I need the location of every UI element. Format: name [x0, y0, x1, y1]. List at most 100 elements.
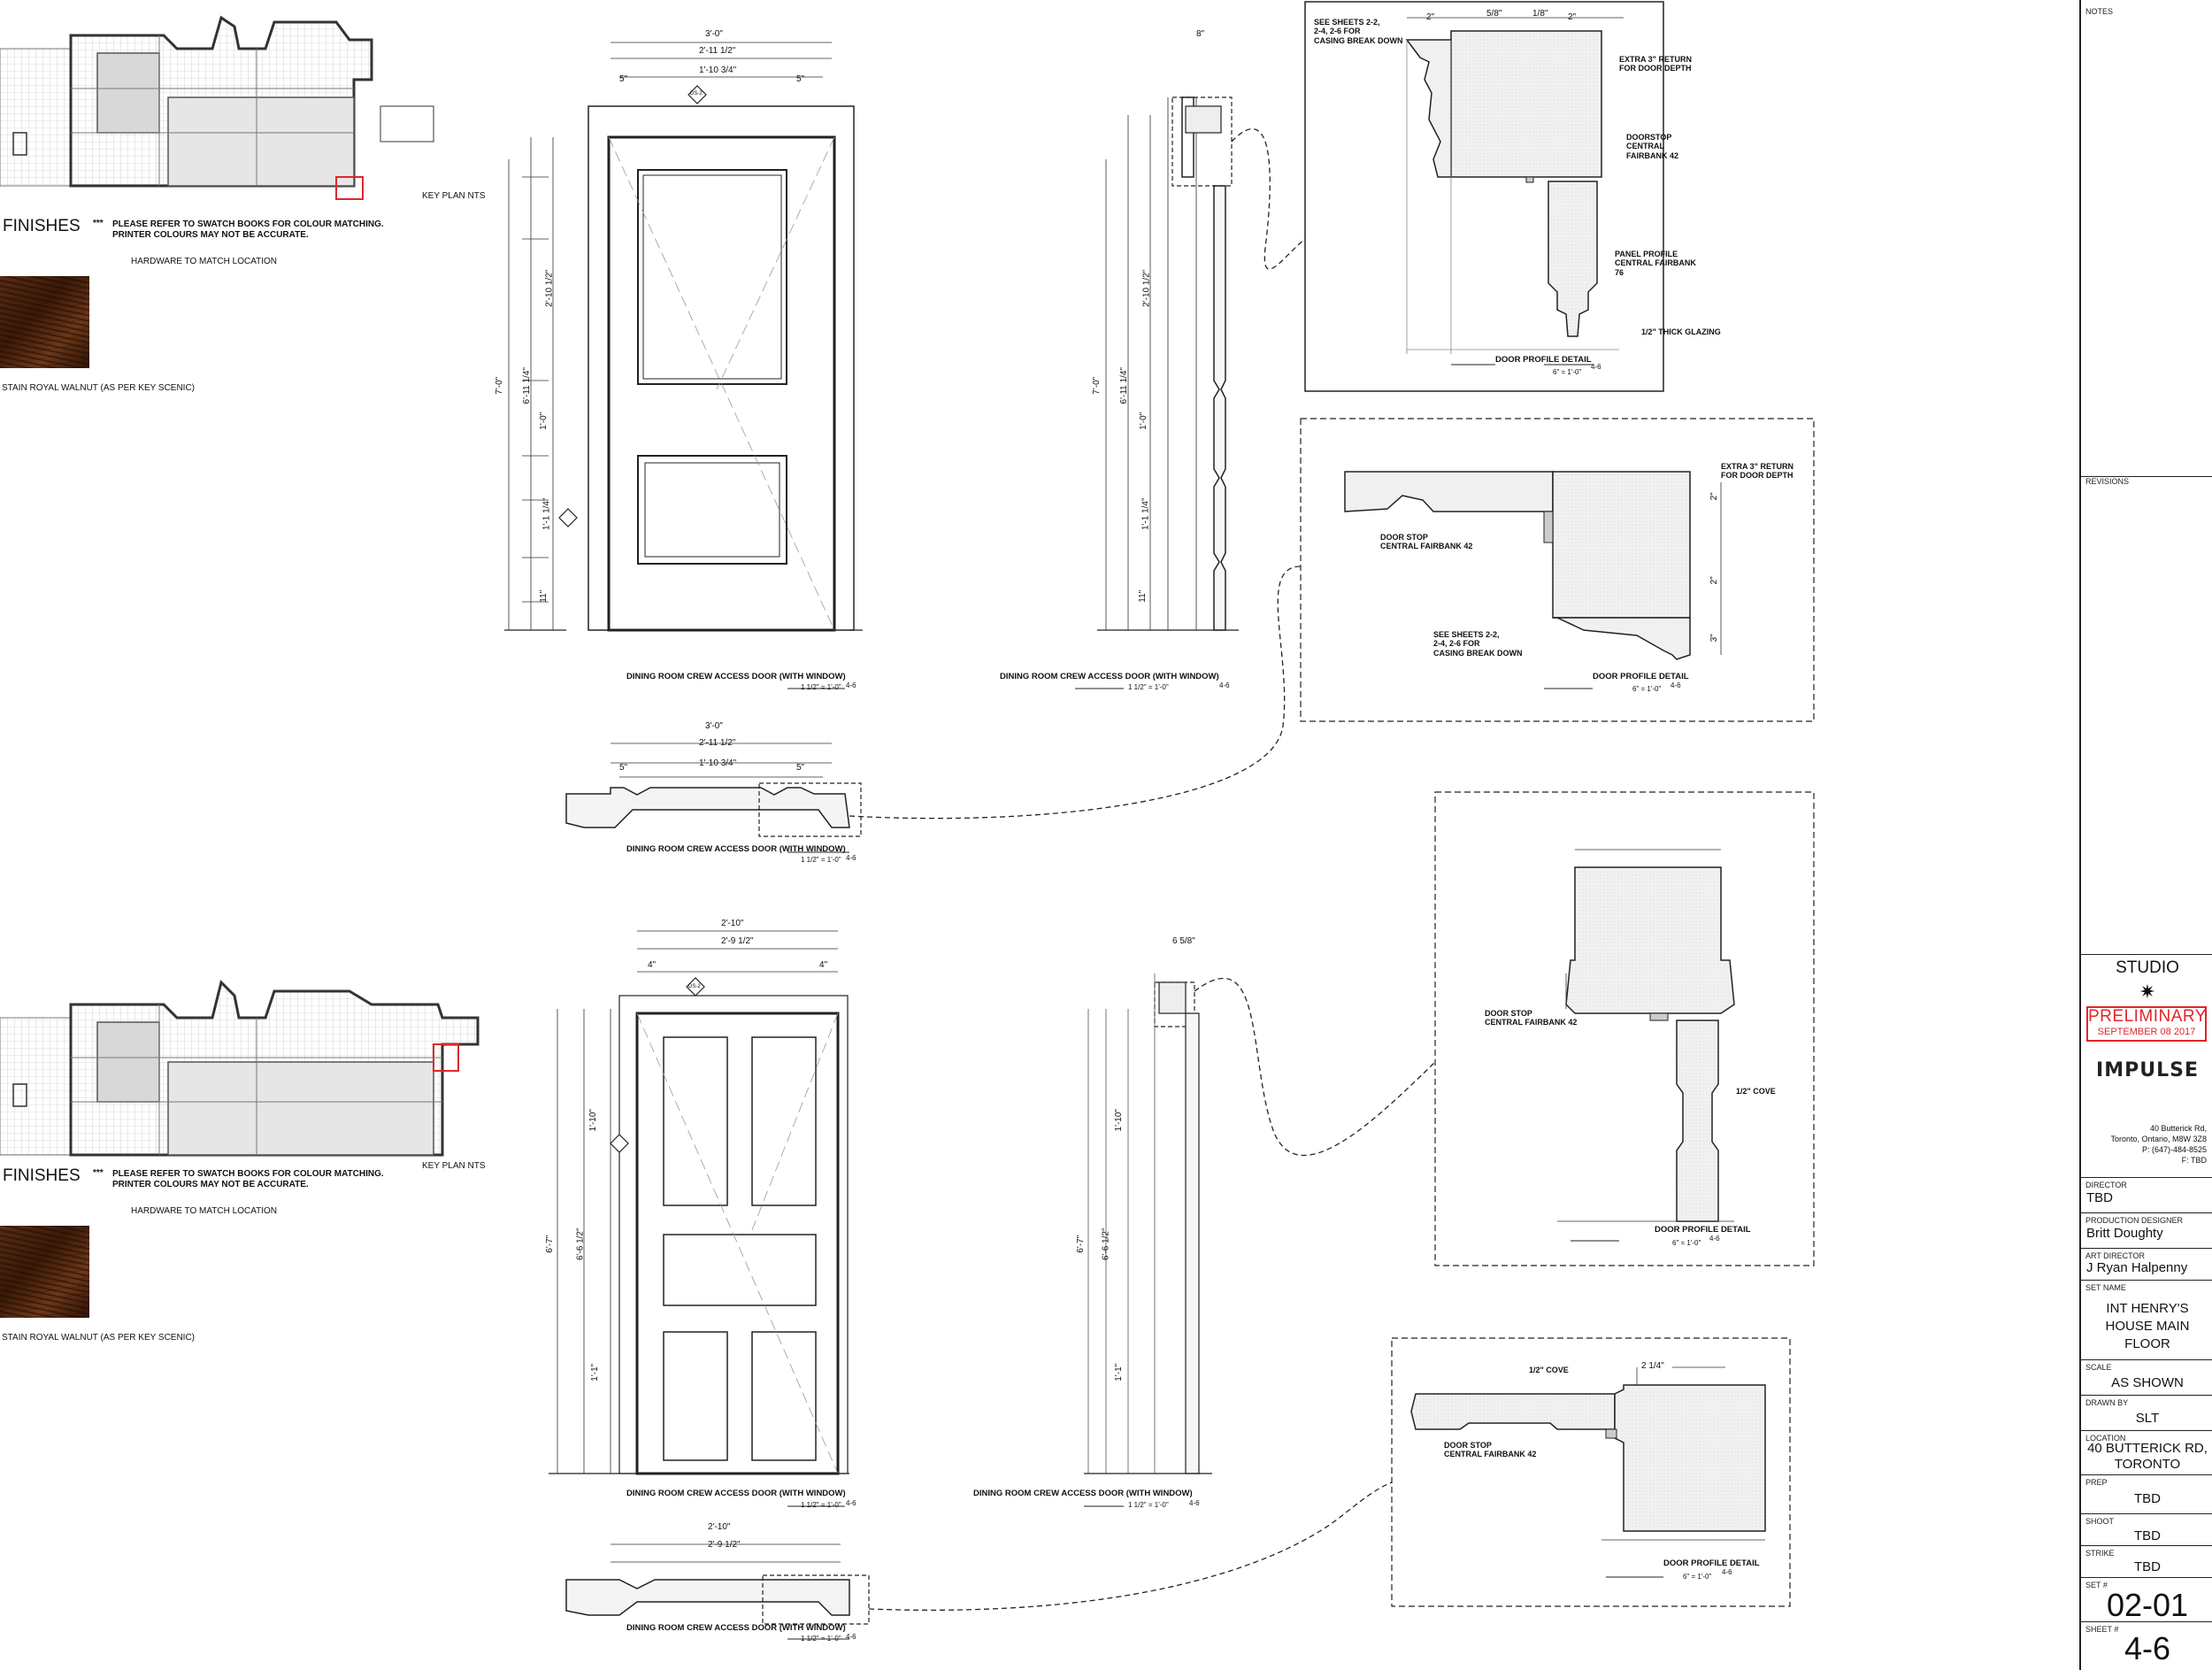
shoot-value: TBD — [2134, 1528, 2161, 1543]
door2-dim-lower: 1'-1" — [590, 1363, 601, 1381]
door2-dim-upper: 1'-10" — [588, 1109, 598, 1132]
finishes-note2-top: PRINTER COLOURS MAY NOT BE ACCURATE. — [112, 230, 309, 240]
set-number-value: 02-01 — [2106, 1587, 2189, 1623]
drawing-canvas — [0, 1, 1815, 1640]
location-cell: LOCATION 40 BUTTERICK RD, TORONTO — [2081, 1430, 2212, 1474]
detail4-dim: 2 1/4" — [1641, 1361, 1664, 1371]
door1-tag-elev: DS-2 — [690, 91, 703, 96]
door1-dim-upper: 2'-10 1/2" — [544, 269, 555, 307]
door2-elevation-title: DINING ROOM CREW ACCESS DOOR (WITH WINDO… — [626, 1489, 846, 1498]
finishes-heading-bottom: FINISHES — [3, 1166, 81, 1185]
preliminary-date: SEPTEMBER 08 2017 — [2097, 1027, 2196, 1037]
key-plan-label-top: KEY PLAN NTS — [422, 191, 486, 201]
door2-dim-stile-r: 4" — [819, 960, 828, 970]
door2-elevation-scale: 1 1/2" = 1'-0" — [801, 1501, 841, 1509]
door1-elevation-scale: 1 1/2" = 1'-0" — [801, 683, 841, 691]
location-caption: LOCATION — [2085, 1434, 2126, 1443]
door1-dim-mid: 1'-0" — [539, 412, 549, 430]
door2-section-upper: 1'-10" — [1113, 1109, 1124, 1132]
detail1-dim-d: 2" — [1568, 12, 1577, 22]
revisions-label: REVISIONS — [2085, 477, 2130, 486]
finishes-note1-top: PLEASE REFER TO SWATCH BOOKS FOR COLOUR … — [112, 219, 384, 229]
key-plan-bottom — [0, 980, 480, 1157]
door2-section-inner-h: 6'-6 1/2" — [1101, 1227, 1111, 1261]
detail2-dim-a: 2" — [1709, 492, 1719, 501]
door1-section-w: 8" — [1196, 29, 1205, 39]
door2-dim-height: 6'-7" — [545, 1235, 556, 1253]
door1-section-height: 7'-0" — [1092, 376, 1102, 395]
ad-caption: ART DIRECTOR — [2085, 1251, 2146, 1260]
finishes-stain-top: STAIN ROYAL WALNUT (AS PER KEY SCENIC) — [2, 383, 196, 393]
detail1 — [1304, 1, 1664, 392]
studio-cell: STUDIO ✷ PRELIMINARY SEPTEMBER 08 2017 I… — [2081, 954, 2212, 1122]
ad-cell: ART DIRECTOR J Ryan Halpenny — [2081, 1248, 2212, 1280]
impulse-logo: IMPULSE — [2096, 1059, 2199, 1081]
detail2-dim-b: 2" — [1709, 576, 1719, 585]
preliminary-stamp: PRELIMINARY SEPTEMBER 08 2017 — [2086, 1006, 2207, 1042]
finishes-hardware-bottom: HARDWARE TO MATCH LOCATION — [131, 1206, 278, 1216]
walnut-swatch-bottom — [0, 1226, 89, 1318]
preliminary-label: PRELIMINARY — [2088, 1007, 2207, 1026]
prep-caption: PREP — [2085, 1478, 2108, 1487]
address-fax: F: TBD — [2181, 1156, 2207, 1165]
door1-elevation-sheet: 4-6 — [846, 681, 856, 689]
drawn-by-cell: DRAWN BY SLT — [2081, 1395, 2212, 1430]
door1-dim-bottom: 11" — [539, 589, 549, 603]
door1-plan-sheet: 4-6 — [846, 854, 856, 862]
strike-cell: STRIKE TBD — [2081, 1545, 2212, 1577]
door1-plan-overall-w: 3'-0" — [705, 721, 723, 731]
door1-section-mid: 1'-0" — [1139, 412, 1149, 430]
pd-value: Britt Doughty — [2086, 1226, 2163, 1241]
prep-cell: PREP TBD — [2081, 1474, 2212, 1513]
set-name-value: INT HENRY'S HOUSE MAIN FLOOR — [2105, 1301, 2190, 1351]
door2-dim-inner-h: 6'-6 1/2" — [575, 1227, 586, 1261]
door2-tag-elev: DS-2 — [688, 984, 701, 989]
door1-dim-height: 7'-0" — [495, 376, 505, 395]
location-value: 40 BUTTERICK RD, TORONTO — [2087, 1441, 2208, 1472]
set-number-caption: SET # — [2085, 1581, 2108, 1589]
pd-caption: PRODUCTION DESIGNER — [2085, 1216, 2184, 1225]
door1-section-upper: 2'-10 1/2" — [1141, 269, 1152, 307]
finishes-stars-top: *** — [93, 219, 104, 228]
title-block: NOTES REVISIONS STUDIO ✷ PRELIMINARY SEP… — [2079, 0, 2212, 1670]
shoot-cell: SHOOT TBD — [2081, 1513, 2212, 1545]
finishes-stain-bottom: STAIN ROYAL WALNUT (AS PER KEY SCENIC) — [2, 1333, 196, 1343]
detail2-scale: 6" = 1'-0" — [1632, 685, 1662, 693]
detail1-dim-a: 2" — [1426, 12, 1435, 22]
sheet-number-value: 4-6 — [2124, 1630, 2171, 1666]
door2-section-scale: 1 1/2" = 1'-0" — [1128, 1501, 1169, 1509]
sheet-number-cell: SHEET # 4-6 — [2081, 1621, 2212, 1670]
door1-section-title: DINING ROOM CREW ACCESS DOOR (WITH WINDO… — [1000, 672, 1219, 681]
scale-cell: SCALE AS SHOWN — [2081, 1359, 2212, 1395]
notes-cell: NOTES — [2081, 0, 2212, 476]
director-value: TBD — [2086, 1190, 2113, 1205]
set-number-cell: SET # 02-01 — [2081, 1577, 2212, 1623]
door2-elevation-sheet: 4-6 — [846, 1499, 856, 1507]
detail3 — [1434, 791, 1815, 1266]
scale-caption: SCALE — [2085, 1363, 2112, 1372]
scale-bars — [787, 364, 1663, 1640]
key-plan-label-bottom: KEY PLAN NTS — [422, 1161, 486, 1171]
key-plan-top — [0, 15, 434, 200]
door1-plan — [565, 743, 862, 837]
door2-section — [1084, 974, 1212, 1474]
detail2-title: DOOR PROFILE DETAIL — [1593, 672, 1689, 681]
shoot-caption: SHOOT — [2085, 1517, 2115, 1526]
finishes-note2-bottom: PRINTER COLOURS MAY NOT BE ACCURATE. — [112, 1180, 309, 1189]
detail3-scale: 6" = 1'-0" — [1672, 1239, 1701, 1247]
detail2-note-casing: SEE SHEETS 2-2, 2-4, 2-6 FOR CASING BREA… — [1433, 630, 1523, 658]
door1-dim-panel-w: 1'-10 3/4" — [699, 65, 737, 75]
detail1-dim-c: 1/8" — [1532, 9, 1548, 19]
finishes-stars-bottom: *** — [93, 1168, 104, 1178]
door2-plan-sheet: 4-6 — [846, 1633, 856, 1641]
door2-section-height: 6'-7" — [1076, 1235, 1087, 1253]
detail2-note-doorstop: DOOR STOP CENTRAL FAIRBANK 42 — [1380, 533, 1473, 551]
door2-section-lower: 1'-1" — [1114, 1363, 1125, 1381]
revisions-cell: REVISIONS — [2081, 476, 2212, 954]
detail1-sheet: 4-6 — [1591, 363, 1601, 371]
ad-value: J Ryan Halpenny — [2086, 1260, 2188, 1275]
detail4-note-doorstop: DOOR STOP CENTRAL FAIRBANK 42 — [1444, 1441, 1537, 1459]
door1-dim-inner-h: 6'-11 1/4" — [521, 367, 532, 404]
door1-plan-stile-r: 5" — [796, 763, 805, 773]
door2-dim-stile-l: 4" — [648, 960, 657, 970]
